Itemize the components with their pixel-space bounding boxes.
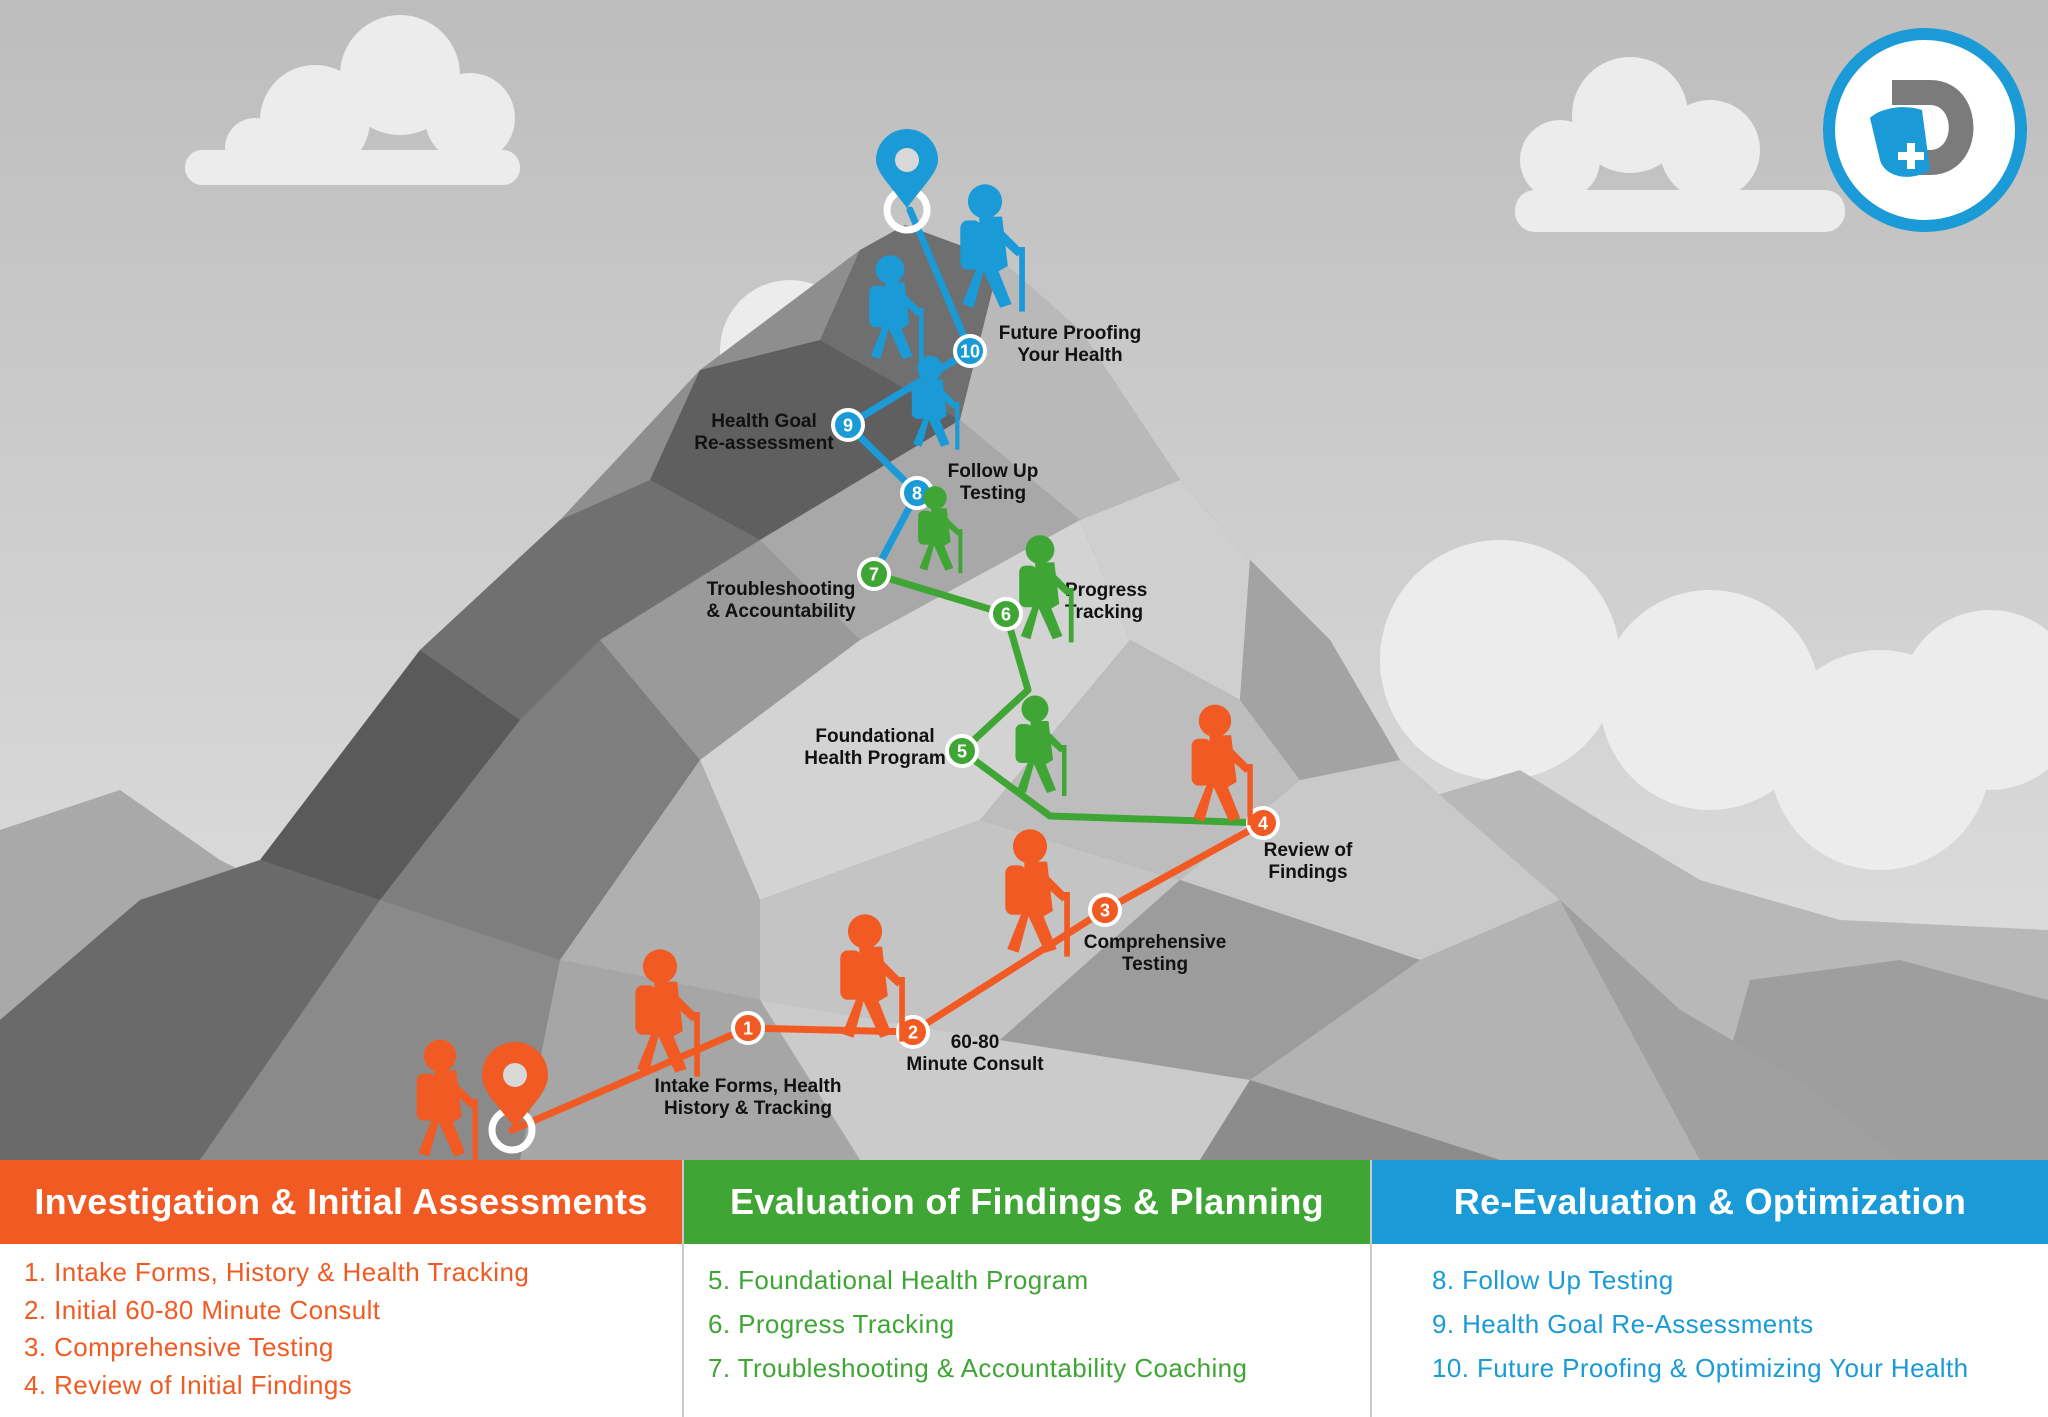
step-marker — [731, 1011, 765, 1045]
step-label: & Accountability — [706, 601, 856, 622]
step-marker — [989, 597, 1023, 631]
step-label: Comprehensive — [1084, 932, 1227, 953]
step-number: 4 — [1258, 814, 1268, 834]
step-number: 8 — [912, 484, 922, 504]
cloud-right — [1515, 57, 1845, 232]
list-item: 3. Comprehensive Testing — [24, 1332, 334, 1362]
cloud-left — [185, 15, 520, 185]
step-label: Troubleshooting — [707, 579, 856, 600]
trail-segment-2 — [870, 570, 1267, 827]
step-marker — [953, 334, 987, 368]
step-marker — [896, 1015, 930, 1049]
step-marker — [831, 408, 865, 442]
step-label: Minute Consult — [906, 1054, 1044, 1075]
list-item: 2. Initial 60-80 Minute Consult — [24, 1294, 381, 1325]
step-number: 9 — [843, 416, 853, 436]
list-item: 4. Review of Initial Findings — [24, 1369, 353, 1400]
list-item: 5. Foundational Health Program — [708, 1265, 1089, 1295]
step-label: Testing — [960, 483, 1026, 504]
step-label: History & Tracking — [664, 1098, 832, 1119]
step-label: Future Proofing — [999, 323, 1141, 344]
step-label: Tracking — [1065, 602, 1143, 623]
panel-title: Evaluation of Findings & Planning — [684, 1160, 1370, 1244]
list-item: 8. Follow Up Testing — [1432, 1265, 1674, 1295]
step-number: 3 — [1100, 901, 1110, 921]
step-label: Foundational — [815, 726, 934, 747]
step-number: 6 — [1001, 605, 1011, 625]
start-pin-icon — [482, 1042, 548, 1154]
step-label: Review of — [1264, 840, 1353, 861]
panel-evaluation: Evaluation of Findings & Planning 5. Fou… — [682, 1160, 1370, 1417]
step-label: 60-80 — [951, 1032, 1000, 1053]
step-label: Health Goal — [711, 411, 817, 432]
step-label: Health Program — [804, 748, 945, 769]
phase-panels: Investigation & Initial Assessments 1. I… — [0, 1160, 2048, 1417]
d-plus-logo-icon — [1823, 28, 2027, 232]
list-item: 9. Health Goal Re-Assessments — [1432, 1309, 1814, 1339]
step-label: Your Health — [1017, 345, 1122, 366]
step-number: 1 — [743, 1019, 753, 1039]
list-item: 1. Intake Forms, History & Health Tracki… — [24, 1257, 530, 1287]
step-label: Follow Up — [948, 461, 1039, 482]
panel-list: 1. Intake Forms, History & Health Tracki… — [0, 1244, 682, 1404]
panel-investigation: Investigation & Initial Assessments 1. I… — [0, 1160, 682, 1417]
step-marker — [945, 734, 979, 768]
step-number: 5 — [957, 742, 967, 762]
panel-list: 8. Follow Up Testing 9. Health Goal Re-A… — [1372, 1244, 2048, 1390]
step-number: 10 — [960, 342, 980, 362]
step-number: 2 — [908, 1023, 918, 1043]
step-marker — [1088, 893, 1122, 927]
list-item: 7. Troubleshooting & Accountability Coac… — [708, 1353, 1248, 1383]
panel-title: Re-Evaluation & Optimization — [1372, 1160, 2048, 1244]
panel-list: 5. Foundational Health Program 6. Progre… — [684, 1244, 1370, 1390]
step-label: Findings — [1268, 862, 1347, 883]
panel-title: Investigation & Initial Assessments — [0, 1160, 682, 1244]
summit-pin-icon — [876, 129, 938, 234]
step-label: Re-assessment — [694, 433, 834, 454]
step-label: Intake Forms, Health — [655, 1076, 842, 1097]
panel-re-evaluation: Re-Evaluation & Optimization 8. Follow U… — [1370, 1160, 2048, 1417]
list-item: 6. Progress Tracking — [708, 1309, 955, 1339]
list-item: 10. Future Proofing & Optimizing Your He… — [1432, 1353, 1969, 1383]
step-label: Testing — [1122, 954, 1188, 975]
step-label: Progress — [1065, 580, 1147, 601]
step-marker — [857, 557, 891, 591]
step-number: 7 — [869, 565, 879, 585]
